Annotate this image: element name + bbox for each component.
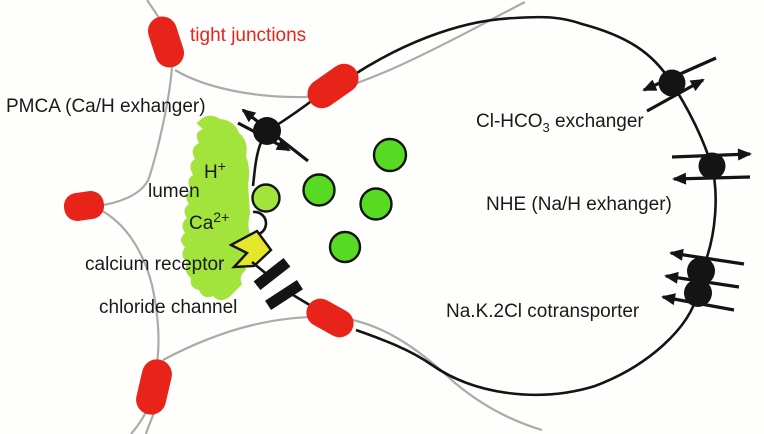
h-ion-superscript: + [217, 158, 226, 174]
ca-ion-base: Ca [189, 213, 214, 234]
nhe-label: NHE (Na/H exhanger) [486, 194, 672, 215]
tight-junction-capsule-bottom-left [136, 359, 172, 415]
cl-hco3-label: Cl-HCO3 exchanger [476, 111, 644, 136]
nak2cl-arrow-1 [669, 248, 745, 266]
cl-hco3-label-suffix: exchanger [549, 111, 644, 132]
pmca-label: PMCA (Ca/H exhanger) [6, 96, 206, 117]
chloride-channel-label: chloride channel [99, 297, 238, 318]
calcium-receptor-label: calcium receptor [85, 254, 225, 275]
cl-hco3-label-subscript: 3 [542, 120, 550, 135]
cl-hco3-label-prefix: Cl-HCO [476, 111, 543, 132]
cell-boundary-bottom-right [162, 315, 543, 432]
ca-ion-label: Ca2+ [189, 209, 229, 235]
tight-junction-capsule-upper-middle [307, 63, 359, 109]
lumen-blob [181, 115, 252, 301]
tight-junction-capsule-left [63, 191, 105, 221]
membrane-exocytosis-bump [251, 183, 281, 213]
cl-hco3-exchanger-dot [658, 69, 686, 97]
tight-junctions-label: tight junctions [190, 25, 307, 46]
tight-junction-capsule-bottom-middle [306, 298, 354, 338]
h-ion-label: H+ [204, 158, 226, 184]
vesicle-3 [359, 187, 393, 221]
nak2cl-cotransporter-dot-2 [684, 279, 712, 307]
ca-ion-superscript: 2+ [213, 209, 230, 225]
vesicle-2 [372, 137, 408, 173]
pmca-transporter-dot [253, 117, 281, 145]
calcium-receptor-shape [228, 229, 273, 269]
nak2cl-label: Na.K.2Cl cotransporter [446, 301, 640, 322]
vesicle-4 [328, 230, 362, 264]
chloride-channel-bar-2 [265, 280, 303, 310]
chloride-channel-bar-1 [253, 257, 291, 291]
tight-junction-capsule-top [147, 16, 185, 68]
lumen-label: lumen [148, 181, 200, 202]
nak2cl-cotransporter-dot-1 [687, 257, 715, 285]
cell-boundary-left-lower [96, 207, 160, 376]
vesicle-1 [302, 173, 336, 207]
cell-membrane-basolateral [351, 15, 717, 397]
nhe-exchanger-dot [698, 152, 726, 180]
h-ion-base: H [204, 162, 218, 183]
